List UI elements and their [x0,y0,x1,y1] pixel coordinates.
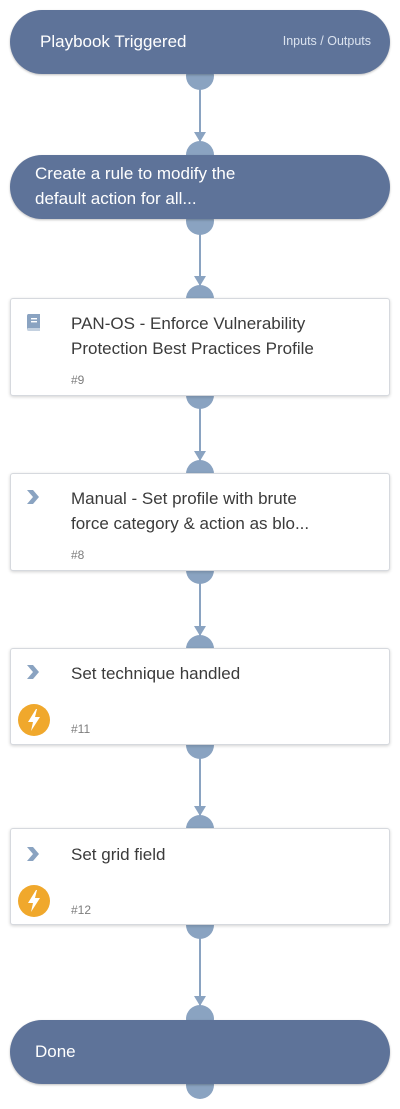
connector-arrow [194,451,206,461]
task-title: Set grid field [71,845,166,864]
task-id: #8 [71,548,85,562]
task-id: #9 [71,373,85,387]
connector-line [199,926,201,1006]
task-title-line2: Protection Best Practices Profile [71,339,314,358]
connector-arrow [194,132,206,142]
connector-arrow [194,276,206,286]
connector-line [199,572,201,636]
task-card-8[interactable]: Manual - Set profile with brute force ca… [10,473,390,571]
book-icon [23,311,45,333]
task-id: #12 [71,903,92,917]
section-header-node[interactable]: Create a rule to modify the default acti… [10,155,390,219]
connector-arrow [194,806,206,816]
node-title-line1: Create a rule to modify the [35,164,236,183]
chevron-right-icon [23,486,45,508]
task-title-line2: force category & action as blo... [71,514,310,533]
node-title: Playbook Triggered [40,32,187,51]
chevron-right-icon [23,843,45,865]
connector-line [199,397,201,461]
playbook-triggered-node[interactable]: Playbook Triggered Inputs / Outputs [10,10,390,74]
node-title: Done [35,1042,76,1061]
connector-line [199,76,201,142]
inputs-outputs-link[interactable]: Inputs / Outputs [282,34,371,48]
connector-arrow [194,626,206,636]
task-title: Set technique handled [71,664,241,683]
done-node[interactable]: Done [10,1020,390,1084]
task-title-line1: PAN-OS - Enforce Vulnerability [71,314,306,333]
node-title-line2: default action for all... [35,189,197,208]
task-title: PAN-OS - Enforce Vulnerability Protectio… [71,311,371,361]
task-card-12[interactable]: Set grid field #12 [10,828,390,925]
task-card-9[interactable]: PAN-OS - Enforce Vulnerability Protectio… [10,298,390,396]
connector-line [199,222,201,286]
task-title: Manual - Set profile with brute force ca… [71,486,371,536]
automation-bolt-icon [18,704,50,736]
chevron-right-icon [23,661,45,683]
connector-line [199,746,201,816]
automation-bolt-icon [18,885,50,917]
task-id: #11 [71,722,91,736]
connector-arrow [194,996,206,1006]
task-card-11[interactable]: Set technique handled #11 [10,648,390,745]
task-title-line1: Manual - Set profile with brute [71,489,297,508]
